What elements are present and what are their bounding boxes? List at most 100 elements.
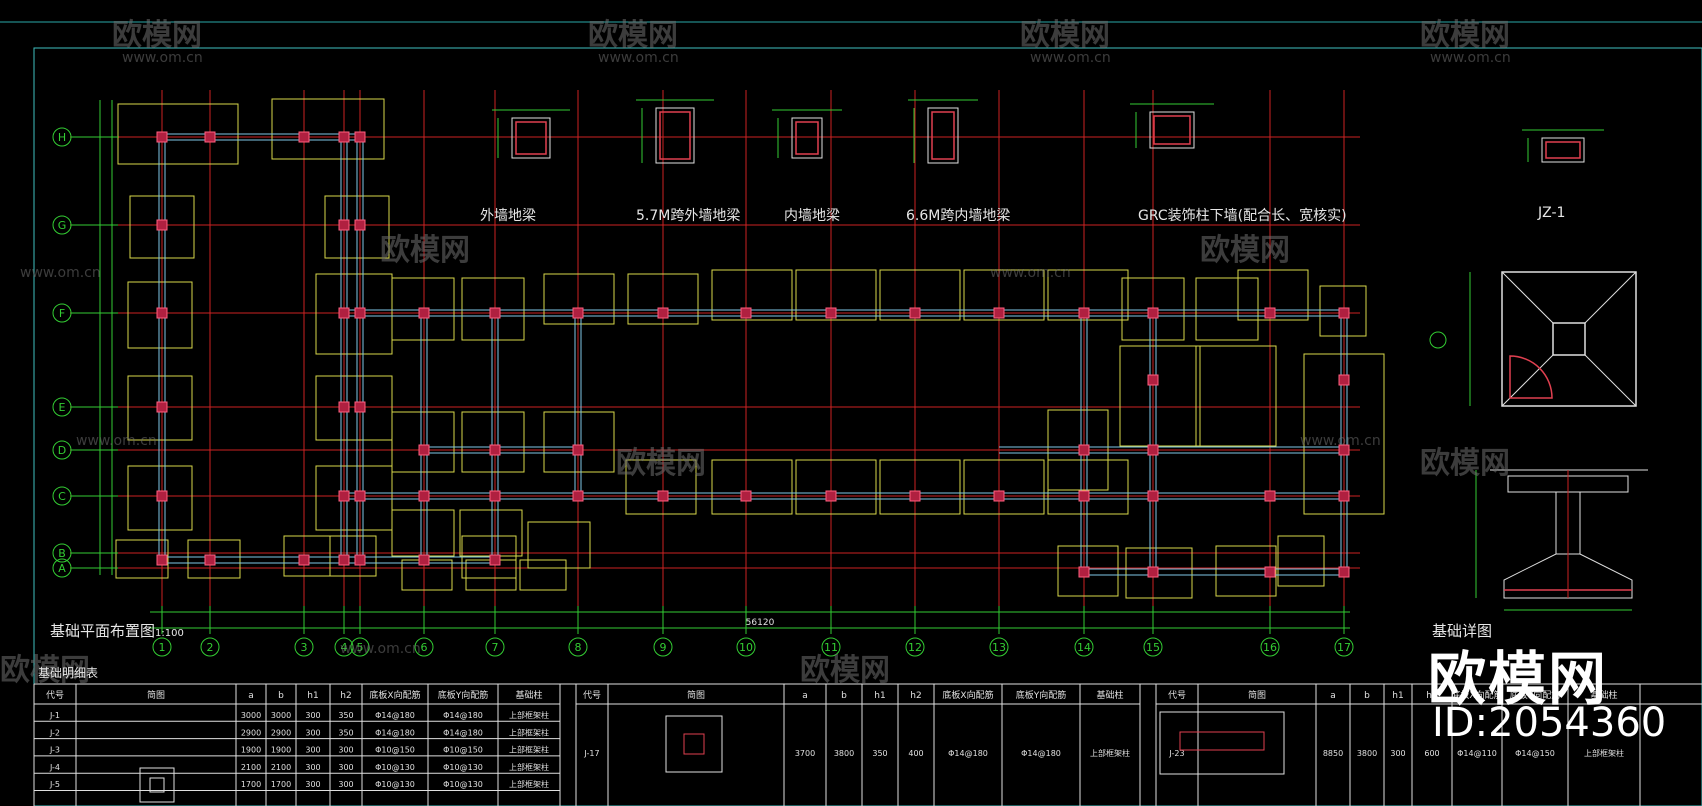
column-marker [1147,490,1159,502]
column-marker [1147,374,1159,386]
footing-outline [627,273,699,325]
column-marker [204,554,216,566]
section-rebar [795,121,819,155]
footing-outline [543,273,615,325]
table-cell: 300 [338,780,353,789]
table-cell: 300 [305,763,320,772]
footing-outline [963,269,1045,321]
table-cell: 350 [338,711,353,720]
table-cell: J-5 [49,780,60,789]
table-cell: 2100 [271,763,291,772]
footing-outline [187,539,241,579]
table-sketch [683,733,705,755]
table-sketch [1159,711,1285,775]
table-header: 基础柱 [1096,689,1123,701]
section-outline [791,117,823,159]
table-cell: J-23 [1168,749,1184,758]
column-marker [156,401,168,413]
table-cell: Φ10@130 [375,763,415,772]
axis-bubble-label: 6 [421,641,428,654]
footing-outline [795,459,877,515]
footing-outline [129,195,195,259]
section-label: 5.7M跨外墙地梁 [636,208,741,224]
axis-bubble-label: B [58,547,66,560]
column-marker [993,307,1005,319]
axis-bubble-label: D [58,444,66,457]
axis-bubble-label: 13 [992,641,1006,654]
axis-grid [70,90,1360,628]
table-sketch [665,715,723,773]
detail-plan [1501,271,1637,407]
axis-bubble-label: 3 [301,641,308,654]
table-cell: 8850 [1323,749,1343,758]
table-cell: J-3 [49,746,60,755]
axis-bubble-label: 16 [1263,641,1277,654]
column-marker [418,444,430,456]
section-label: 6.6M跨内墙地梁 [906,208,1011,224]
table-header: 基础柱 [1590,689,1617,701]
footing-outline [1303,353,1385,515]
column-marker [909,307,921,319]
table-cell: 1700 [271,780,291,789]
column-marker [204,131,216,143]
table-header: 简图 [687,689,705,701]
column-marker [1078,444,1090,456]
footing-outline [1195,345,1277,447]
footing-outline [1195,277,1259,341]
table-cell: 上部框架柱 [509,727,549,737]
column-marker [1078,566,1090,578]
detail-title: 基础详图 [1432,622,1493,640]
detail-column [1552,322,1586,356]
table-cell: 3000 [241,711,261,720]
watermark: 欧模网 [0,653,90,688]
table-header: 底板X向配筋 [1451,689,1502,701]
section-outline [511,117,551,159]
plan-title: 基础平面布置图1:100 [50,622,184,640]
axis-bubble [152,637,172,657]
table-header: a [1330,691,1336,701]
table-cell: 600 [1424,749,1439,758]
footing-outline [1047,409,1109,491]
table-cell: Φ14@180 [948,749,988,758]
table-cell: 300 [338,746,353,755]
footing-outline [519,559,567,591]
table-header: h2 [340,691,351,701]
column-marker [156,554,168,566]
axis-bubble-label: F [59,307,65,320]
footing-outline [315,465,393,531]
column-marker [1264,307,1276,319]
table-header: 简图 [1248,689,1266,701]
axis-bubble [485,637,505,657]
section-rebar [931,111,955,160]
table-cell: 300 [305,780,320,789]
axis-bubble [414,637,434,657]
footing-outline [879,269,961,321]
axis-bubble-label: H [58,131,66,144]
table-cell: 1900 [271,746,291,755]
footing-outline [1319,285,1367,337]
axis-bubble [989,637,1009,657]
column-marker [572,444,584,456]
table-cell: 2900 [271,728,291,737]
axis-bubble [568,637,588,657]
column-marker [354,401,366,413]
footing-outline [711,459,793,515]
section-label: GRC装饰柱下墙(配合长、宽核实) [1138,208,1347,224]
table-header: h1 [1392,691,1403,701]
footing-outline [963,459,1045,515]
axis-bubble [1074,637,1094,657]
section-outline [927,107,959,164]
column-marker [354,490,366,502]
table-header: 基础柱 [515,689,542,701]
table-cell: Φ14@180 [375,711,415,720]
axis-bubble [736,637,756,657]
column-marker [418,307,430,319]
table-cell: J-1 [49,711,60,720]
column-marker [354,307,366,319]
footing-outline [115,539,169,579]
column-marker [1078,307,1090,319]
